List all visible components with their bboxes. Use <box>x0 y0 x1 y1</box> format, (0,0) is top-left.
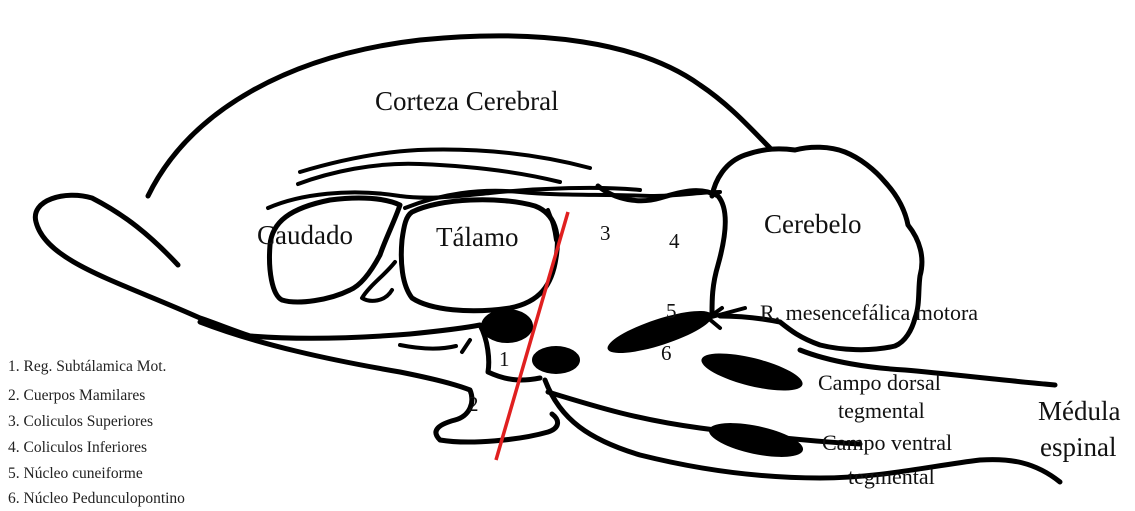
legend-item: 5. Núcleo cuneiforme <box>8 465 143 482</box>
caudate-thalamus-junction <box>362 262 395 301</box>
mamillary-body-mark <box>532 346 580 374</box>
thalamus-label: Tálamo <box>436 222 518 252</box>
dorsal-field-label-2: tegmental <box>838 398 925 423</box>
ventral-field-label-2: tegmental <box>848 464 935 489</box>
marker-3: 3 <box>600 221 611 245</box>
legend-item: 2. Cuerpos Mamilares <box>8 387 145 404</box>
spinal-cord-label-1: Médula <box>1038 396 1120 426</box>
spinal-cord-label-2: espinal <box>1040 432 1116 462</box>
marker-5: 5 <box>666 299 677 323</box>
legend: 1. Reg. Subtálamica Mot. 2. Cuerpos Mami… <box>8 358 185 507</box>
subthalamic-nucleus-mark <box>481 309 533 343</box>
legend-item: 1. Reg. Subtálamica Mot. <box>8 358 166 375</box>
caudate-label: Caudado <box>257 220 353 250</box>
legend-item: 4. Coliculos Inferiores <box>8 439 147 456</box>
motor-region-label: R. mesencefálica motora <box>760 300 978 325</box>
cortex-inner-curve <box>300 150 590 172</box>
cortex-outline <box>35 195 250 336</box>
cerebellum-label: Cerebelo <box>764 209 861 239</box>
thalamus-outline <box>401 200 557 311</box>
marker-1: 1 <box>499 347 510 371</box>
hypothalamus-dashes <box>400 340 470 352</box>
legend-item: 6. Núcleo Pedunculopontino <box>8 490 185 507</box>
pons-lower-outline <box>545 380 1060 482</box>
legend-item: 3. Coliculos Superiores <box>8 413 153 430</box>
marker-4: 4 <box>669 229 680 253</box>
ventral-tegmental-field-mark <box>706 416 806 463</box>
dorsal-field-label-1: Campo dorsal <box>818 370 941 395</box>
thalamus-notch <box>548 210 556 240</box>
callosum-line <box>268 188 640 208</box>
dorsal-tegmental-field-mark <box>698 346 806 398</box>
marker-2: 2 <box>468 392 479 416</box>
cortex-label: Corteza Cerebral <box>375 86 559 116</box>
colliculi-outline <box>598 186 725 314</box>
pedunculopontine-nucleus-mark <box>604 303 717 362</box>
ventral-field-label-1: Campo ventral <box>822 430 952 455</box>
cortex-inner-curve-2 <box>298 164 560 184</box>
marker-6: 6 <box>661 341 672 365</box>
